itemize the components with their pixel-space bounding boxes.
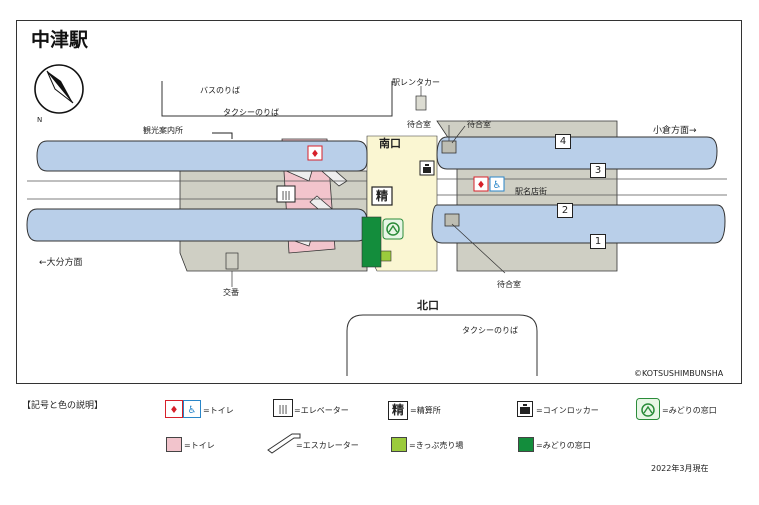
escalator-icon [267, 433, 301, 454]
track-number-2: 2 [557, 203, 573, 218]
legend-elevator-label: =エレベーター [294, 406, 349, 415]
ticket-color-swatch [391, 437, 407, 452]
track-number-4: 4 [555, 134, 571, 149]
tourist-info-label: 観光案内所 [143, 126, 183, 135]
accessible-icon-map: ♿ [489, 176, 505, 192]
legend-midori-icon-label: =みどりの窓口 [662, 406, 717, 415]
toilet-icon: ♦ ♿ [165, 400, 201, 418]
legend-midori-color-label: =みどりの窓口 [536, 441, 591, 450]
legend-seisan-label: =精算所 [410, 406, 441, 415]
taxi-top-label: タクシーのりば [223, 108, 279, 117]
waiting-room-east-lower [444, 213, 460, 227]
platform-west-upper [36, 140, 368, 172]
kokura-direction-label: 小倉方面→ [653, 126, 697, 136]
waiting-room-label-b: 待合室 [467, 120, 491, 129]
platform-east-upper [436, 136, 718, 170]
seisan-mark-map: 精 [376, 189, 389, 203]
rail-lines [27, 178, 727, 200]
north-exit-label: 北口 [417, 299, 439, 312]
legend-toilet-label: =トイレ [203, 406, 234, 415]
compass-icon [34, 64, 84, 114]
platform-east-lower [431, 204, 726, 244]
legend-locker-label: =コインロッカー [536, 406, 599, 415]
koban-booth [225, 252, 239, 270]
midori-icon-map [382, 218, 404, 240]
road-lines [161, 81, 538, 376]
compass-n-label: N [37, 116, 43, 124]
svg-text:|||: ||| [281, 191, 290, 201]
toilet-icon-map-west: ♦ [307, 145, 323, 161]
station-map: ♦ ||| ♦ ♿ [16, 20, 742, 384]
waiting-room-label-c: 待合室 [497, 280, 521, 289]
pointer-lines [231, 86, 506, 287]
station-title: 中津駅 [31, 29, 89, 51]
legend-escalator-label: =エスカレーター [296, 441, 359, 450]
svg-text:♦: ♦ [170, 405, 179, 416]
waiting-room-label-a: 待合室 [407, 120, 431, 129]
elevator-icon-map: ||| [276, 185, 296, 203]
midori-window [361, 216, 382, 268]
oita-direction-label: ←大分方面 [39, 258, 83, 268]
svg-text:♿: ♿ [493, 180, 502, 191]
midori-color-swatch [518, 437, 534, 452]
bus-stop-label: バスのりば [200, 86, 240, 95]
legend-toilet-color-label: =トイレ [184, 441, 215, 450]
south-exit-label: 南口 [379, 137, 401, 150]
rental-car-label: 駅レンタカー [392, 78, 440, 87]
platform-west-lower [26, 208, 368, 242]
track-number-1: 1 [590, 234, 606, 249]
legend-heading: 【記号と色の説明】 [22, 401, 104, 411]
ticket-area [380, 250, 392, 262]
toilet-icon-map-east: ♦ [473, 176, 489, 192]
elevator-icon: ||| [273, 399, 293, 417]
tourist-info-arrow [212, 132, 233, 139]
svg-text:|||: ||| [278, 405, 287, 415]
locker-icon-map [419, 160, 435, 176]
track-number-3: 3 [590, 163, 606, 178]
rental-car-booth [415, 95, 427, 111]
seisan-icon: 精 [388, 401, 408, 420]
waiting-room-east-upper [441, 140, 457, 154]
legend-date: 2022年3月現在 [651, 464, 709, 473]
legend-ticket-color-label: =きっぷ売り場 [409, 441, 464, 450]
svg-text:♿: ♿ [188, 405, 197, 416]
platforms [26, 136, 726, 244]
seisan-box [371, 186, 393, 206]
svg-text:♦: ♦ [477, 180, 486, 191]
station-map-graphic: ♦ ||| ♦ ♿ [26, 64, 727, 376]
midori-icon [636, 398, 660, 420]
copyright-label: ©KOTSUSHIMBUNSHA [634, 369, 724, 378]
station-shops-label: 駅名店街 [515, 187, 547, 196]
koban-label: 交番 [223, 288, 239, 297]
toilet-color-swatch [166, 437, 182, 452]
taxi-bottom-label: タクシーのりば [462, 326, 518, 335]
svg-text:♦: ♦ [311, 149, 320, 160]
locker-icon [517, 401, 533, 417]
